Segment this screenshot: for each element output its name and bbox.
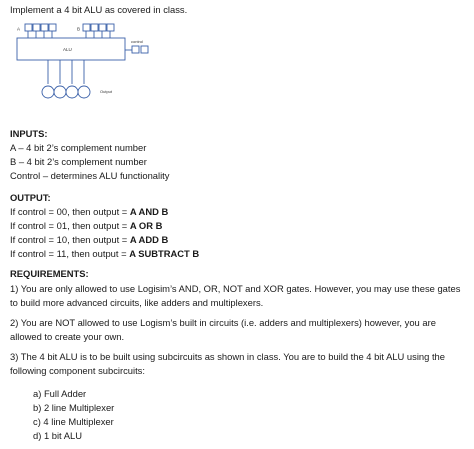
output-heading: OUTPUT: — [10, 192, 51, 203]
b-bit-box — [82, 23, 91, 32]
inputs-line-b: B – 4 bit 2’s complement number — [10, 156, 147, 167]
alu-box — [16, 37, 126, 61]
component-item: d) 1 bit ALU — [33, 430, 82, 441]
inputs-line-a: A – 4 bit 2’s complement number — [10, 142, 147, 153]
component-item: c) 4 line Multiplexer — [33, 416, 114, 427]
output-bit-circle — [53, 85, 67, 99]
output-row-10: If control = 10, then output = A ADD B — [10, 234, 169, 245]
component-item: b) 2 line Multiplexer — [33, 402, 115, 413]
intro-text: Implement a 4 bit ALU as covered in clas… — [10, 4, 188, 15]
output-row-01: If control = 01, then output = A OR B — [10, 220, 163, 231]
label-b: B — [77, 27, 80, 32]
label-a: A — [17, 27, 20, 32]
b-bit-box — [106, 23, 115, 32]
requirement-3: 3) The 4 bit ALU is to be built using su… — [10, 351, 445, 376]
requirement-2: 2) You are NOT allowed to use Logism’s b… — [10, 317, 436, 342]
label-control: control — [131, 39, 143, 44]
control-bit-box — [131, 45, 140, 54]
b-bit-box — [90, 23, 99, 32]
requirement-1: 1) You are only allowed to use Logisim’s… — [10, 283, 461, 308]
output-bit-circle — [41, 85, 55, 99]
label-output: Output — [100, 89, 113, 94]
control-bit-box — [140, 45, 149, 54]
component-item: a) Full Adder — [33, 388, 87, 399]
alu-diagram: A B control ALU Output — [16, 23, 149, 99]
a-bit-box — [32, 23, 41, 32]
output-bit-circle — [65, 85, 79, 99]
output-row-00: If control = 00, then output = A AND B — [10, 206, 169, 217]
inputs-line-control: Control – determines ALU functionality — [10, 170, 170, 181]
output-bit-circle — [77, 85, 91, 99]
b-bit-box — [98, 23, 107, 32]
requirements-heading: REQUIREMENTS: — [10, 268, 89, 279]
a-bit-box — [40, 23, 49, 32]
a-bit-box — [24, 23, 33, 32]
output-row-11: If control = 11, then output = A SUBTRAC… — [10, 248, 200, 259]
label-alu: ALU — [63, 47, 72, 52]
inputs-heading: INPUTS: — [10, 128, 48, 139]
a-bit-box — [48, 23, 57, 32]
